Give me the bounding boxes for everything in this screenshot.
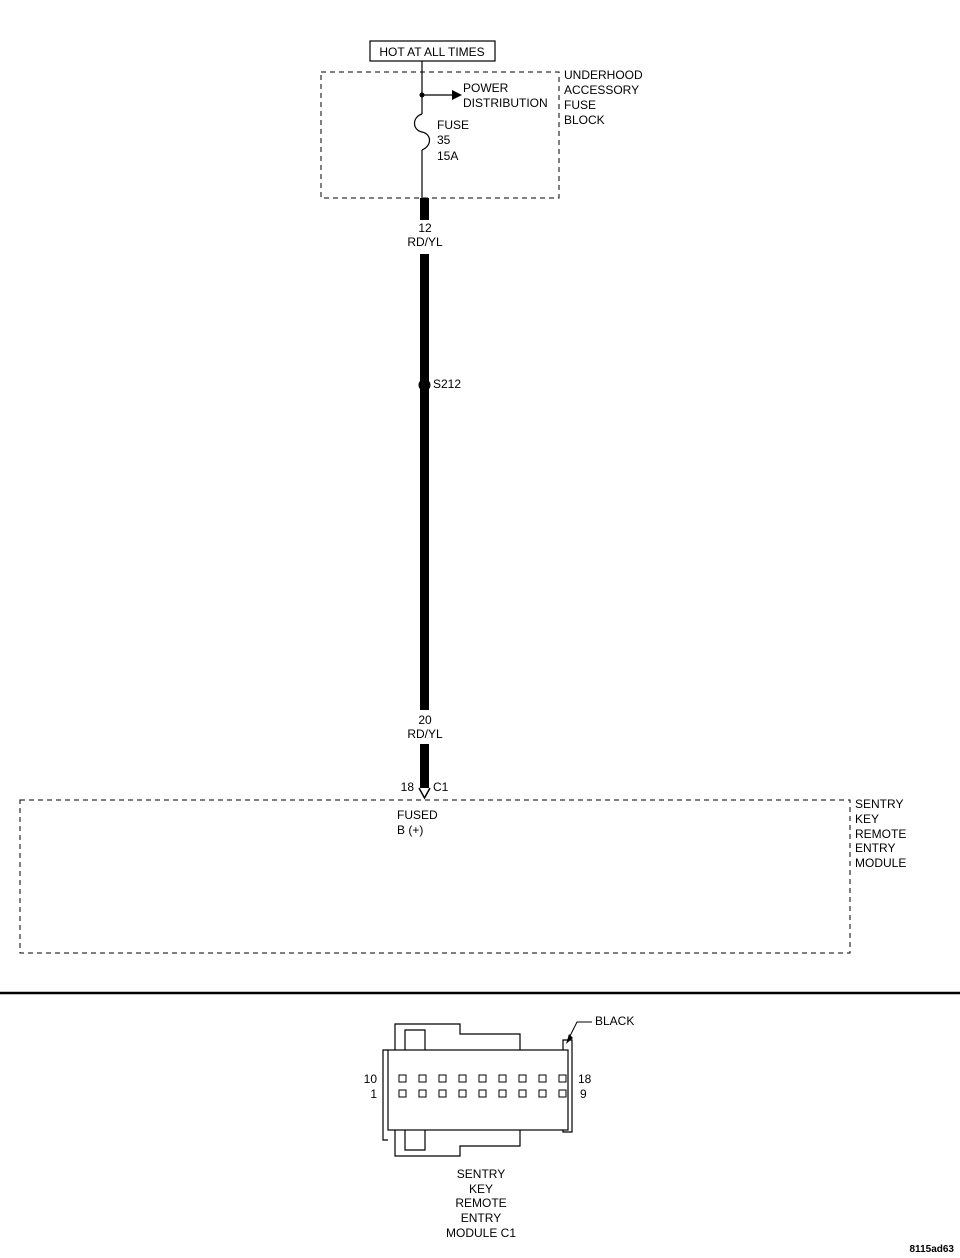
connector-color-label: BLACK: [595, 1014, 634, 1028]
wire-top-color: RD/YL: [407, 235, 443, 249]
cavity: [418, 1074, 427, 1083]
wire-bottom-color: RD/YL: [407, 727, 443, 741]
module-name-line: MODULE: [855, 856, 906, 870]
cavity: [558, 1074, 567, 1083]
connector-body: [387, 1049, 569, 1131]
module-name-line: ENTRY: [855, 841, 895, 855]
power-distribution-arrow-icon: [452, 90, 462, 100]
wire-segment-bottom: [420, 744, 429, 788]
connector-caption-line: MODULE C1: [446, 1226, 516, 1240]
module-name: SENTRY KEY REMOTE ENTRY MODULE: [855, 797, 906, 870]
connector-right-ear: [562, 1039, 573, 1133]
cavity: [518, 1074, 527, 1083]
wire-bottom-gauge: 20: [418, 713, 432, 727]
pin-label-top-right: 18: [578, 1072, 592, 1086]
fuse-label-line: 15A: [437, 149, 458, 163]
connector-caption-line: ENTRY: [461, 1211, 501, 1225]
wire-top-gauge: 12: [418, 221, 432, 235]
cavity: [538, 1074, 547, 1083]
cavity: [538, 1089, 547, 1098]
wire-segment-top: [420, 198, 429, 220]
pin-label-bottom-right: 9: [580, 1087, 587, 1101]
wire-segment-main: [420, 254, 429, 710]
cavity: [498, 1074, 507, 1083]
color-leader-line: [567, 1021, 592, 1041]
cavity: [438, 1089, 447, 1098]
module-name-line: SENTRY: [855, 797, 903, 811]
cavity: [518, 1089, 527, 1098]
fuse-block-outline: [320, 71, 560, 199]
cavity: [398, 1074, 407, 1083]
fuse-label-line: FUSE: [437, 118, 469, 132]
fuse-block-name-line: UNDERHOOD: [564, 68, 643, 82]
connector-pin-icon: [418, 787, 431, 800]
fuse-block-name-line: BLOCK: [564, 113, 605, 127]
connector-caption-line: REMOTE: [455, 1196, 506, 1210]
pin-label-top-left: 10: [364, 1072, 378, 1086]
cavity: [438, 1074, 447, 1083]
fuse-symbol-icon: [413, 113, 431, 151]
module-input-line: B (+): [397, 823, 423, 837]
pin-connector: C1: [433, 780, 449, 794]
cavity: [418, 1089, 427, 1098]
connector-caption-line: SENTRY: [457, 1167, 505, 1181]
fuse-block-name: UNDERHOOD ACCESSORY FUSE BLOCK: [564, 68, 643, 127]
pin-label-bottom-left: 1: [370, 1087, 377, 1101]
connector-top-lock: [394, 1023, 521, 1050]
connector-left-shell: [382, 1049, 388, 1141]
color-leader-arrow-icon: [566, 1034, 573, 1044]
connector-bottom-lock-inner: [404, 1130, 426, 1151]
module-name-line: REMOTE: [855, 827, 906, 841]
module-name-line: KEY: [855, 812, 879, 826]
figure-id: 8115ad63: [910, 1244, 955, 1255]
fuse-label-line: 35: [437, 133, 451, 147]
cavity: [498, 1089, 507, 1098]
module-outline: [19, 799, 851, 954]
power-distribution-line: DISTRIBUTION: [463, 96, 548, 110]
connector-caption: SENTRY KEY REMOTE ENTRY MODULE C1: [446, 1167, 516, 1240]
cavity: [478, 1074, 487, 1083]
cavity: [558, 1089, 567, 1098]
connector-cavities: [398, 1074, 567, 1098]
power-distribution-line: POWER: [463, 81, 509, 95]
connector-caption-line: KEY: [469, 1182, 493, 1196]
hot-at-all-times-label: HOT AT ALL TIMES: [379, 45, 484, 59]
connector-top-lock-inner: [404, 1029, 426, 1050]
cavity: [458, 1074, 467, 1083]
connector-face-view: [382, 1023, 573, 1157]
pin-number: 18: [401, 780, 415, 794]
hot-at-all-times-box: [369, 40, 496, 62]
fuse-block-name-line: FUSE: [564, 98, 596, 112]
cavity: [398, 1089, 407, 1098]
fuse-block-name-line: ACCESSORY: [564, 83, 639, 97]
cavity: [458, 1089, 467, 1098]
cavity: [478, 1089, 487, 1098]
splice-label: S212: [433, 377, 461, 391]
module-input-line: FUSED: [397, 808, 438, 822]
splice-dot: [418, 379, 431, 391]
connector-bottom-lock: [394, 1130, 521, 1157]
